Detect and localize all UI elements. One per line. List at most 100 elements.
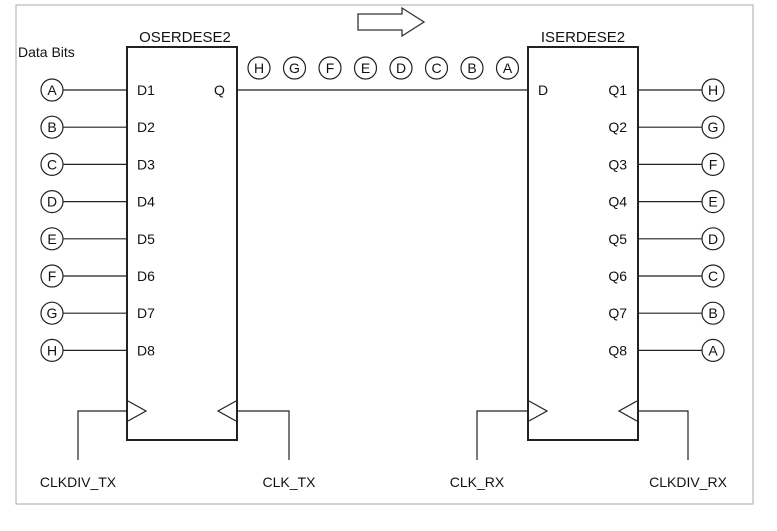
input-bit-3: C [40,152,64,176]
clk-rx-clock-icon [528,400,549,422]
bit-letter: G [289,60,300,76]
oserdes-output-pin: Q [214,82,225,98]
bit-circle [247,56,271,80]
bit-circle [318,56,342,80]
bit-letter: C [708,268,718,284]
input-bit-7: G [40,301,64,325]
output-bit-7: B [701,301,725,325]
bit-letter: G [708,119,719,135]
clk-rx-wire [476,410,528,460]
bit-circle [701,338,725,362]
output-bit-3: F [701,152,725,176]
output-pin-label: Q4 [608,194,627,210]
bit-circle [701,227,725,251]
bit-letter: C [47,156,57,172]
input-bit-2: B [40,115,64,139]
stream-bit-2: G [282,56,307,80]
bit-letter: D [708,231,718,247]
clk-tx-wire [237,410,290,460]
bit-letter: A [708,342,718,358]
bit-letter: B [467,60,476,76]
bit-letter: F [709,156,718,172]
bit-letter: H [47,342,57,358]
bit-circle [701,190,725,214]
direction-arrow-icon [357,6,426,38]
bit-circle [701,152,725,176]
clkdiv-rx-wire [638,410,689,460]
input-bit-8: H [40,338,64,362]
input-pin-label: D3 [137,156,155,172]
bit-circle [701,115,725,139]
stream-bit-4: E [353,56,378,80]
stream-bit-6: C [424,56,449,80]
input-bit-5: E [40,227,64,251]
bit-letter: F [326,60,335,76]
input-pin-label: D8 [137,342,155,358]
stream-bit-3: F [318,56,342,80]
stream-bit-7: B [460,56,484,80]
output-bit-6: C [701,264,725,288]
oserdes-inputs: A D1B D2C D3D D4E D5F D6G D7H D8 [40,78,155,362]
bit-circle [424,56,449,80]
iserdes-input-pin: D [538,82,548,98]
oserdes-block [126,46,238,441]
bit-letter: H [254,60,264,76]
bit-letter: E [708,194,717,210]
bit-letter: G [47,305,58,321]
output-bit-5: D [701,227,725,251]
bit-circle [701,301,725,325]
input-pin-label: D7 [137,305,155,321]
bit-circle [701,78,725,102]
bit-circle [389,56,413,80]
input-pin-label: D1 [137,82,155,98]
bit-letter: A [47,82,57,98]
bit-letter: B [47,119,56,135]
output-pin-label: Q1 [608,82,627,98]
input-bit-6: F [40,264,64,288]
clk-tx-clock-icon [216,400,237,422]
input-bit-4: D [40,190,64,214]
clkdiv-tx-clock-icon [127,400,148,422]
output-pin-label: Q7 [608,305,627,321]
output-pin-label: Q8 [608,342,627,358]
bit-letter: A [503,60,513,76]
bit-letter: H [708,82,718,98]
input-bit-1: A [40,78,64,102]
stream-bit-8: A [495,56,520,80]
input-pin-label: D4 [137,194,155,210]
bit-letter: B [708,305,717,321]
clk-tx-label: CLK_TX [263,474,317,490]
stream-bit-5: D [389,56,413,80]
bit-circle [701,264,725,288]
bit-letter: D [396,60,406,76]
output-pin-label: Q3 [608,156,627,172]
data-bits-label: Data Bits [18,44,75,60]
clkdiv-tx-wire [77,410,127,460]
bit-letter: E [361,60,370,76]
clkdiv-tx-label: CLKDIV_TX [40,474,117,490]
output-bit-8: A [701,338,725,362]
stream-bit-1: H [247,56,271,80]
bit-circle [495,56,520,80]
clk-rx-label: CLK_RX [450,474,505,490]
output-bit-2: G [701,115,725,139]
input-pin-label: D5 [137,231,155,247]
clkdiv-rx-label: CLKDIV_RX [649,474,727,490]
diagram-frame [15,4,754,505]
bit-circle [282,56,307,80]
input-pin-label: D2 [137,119,155,135]
output-pin-label: Q2 [608,119,627,135]
oserdes-title: OSERDESE2 [139,29,231,46]
output-bit-1: H [701,78,725,102]
bit-letter: D [47,194,57,210]
bit-letter: C [431,60,441,76]
bit-letter: E [47,231,56,247]
input-pin-label: D6 [137,268,155,284]
iserdes-block [527,46,639,441]
output-pin-label: Q5 [608,231,627,247]
bit-circle [353,56,378,80]
